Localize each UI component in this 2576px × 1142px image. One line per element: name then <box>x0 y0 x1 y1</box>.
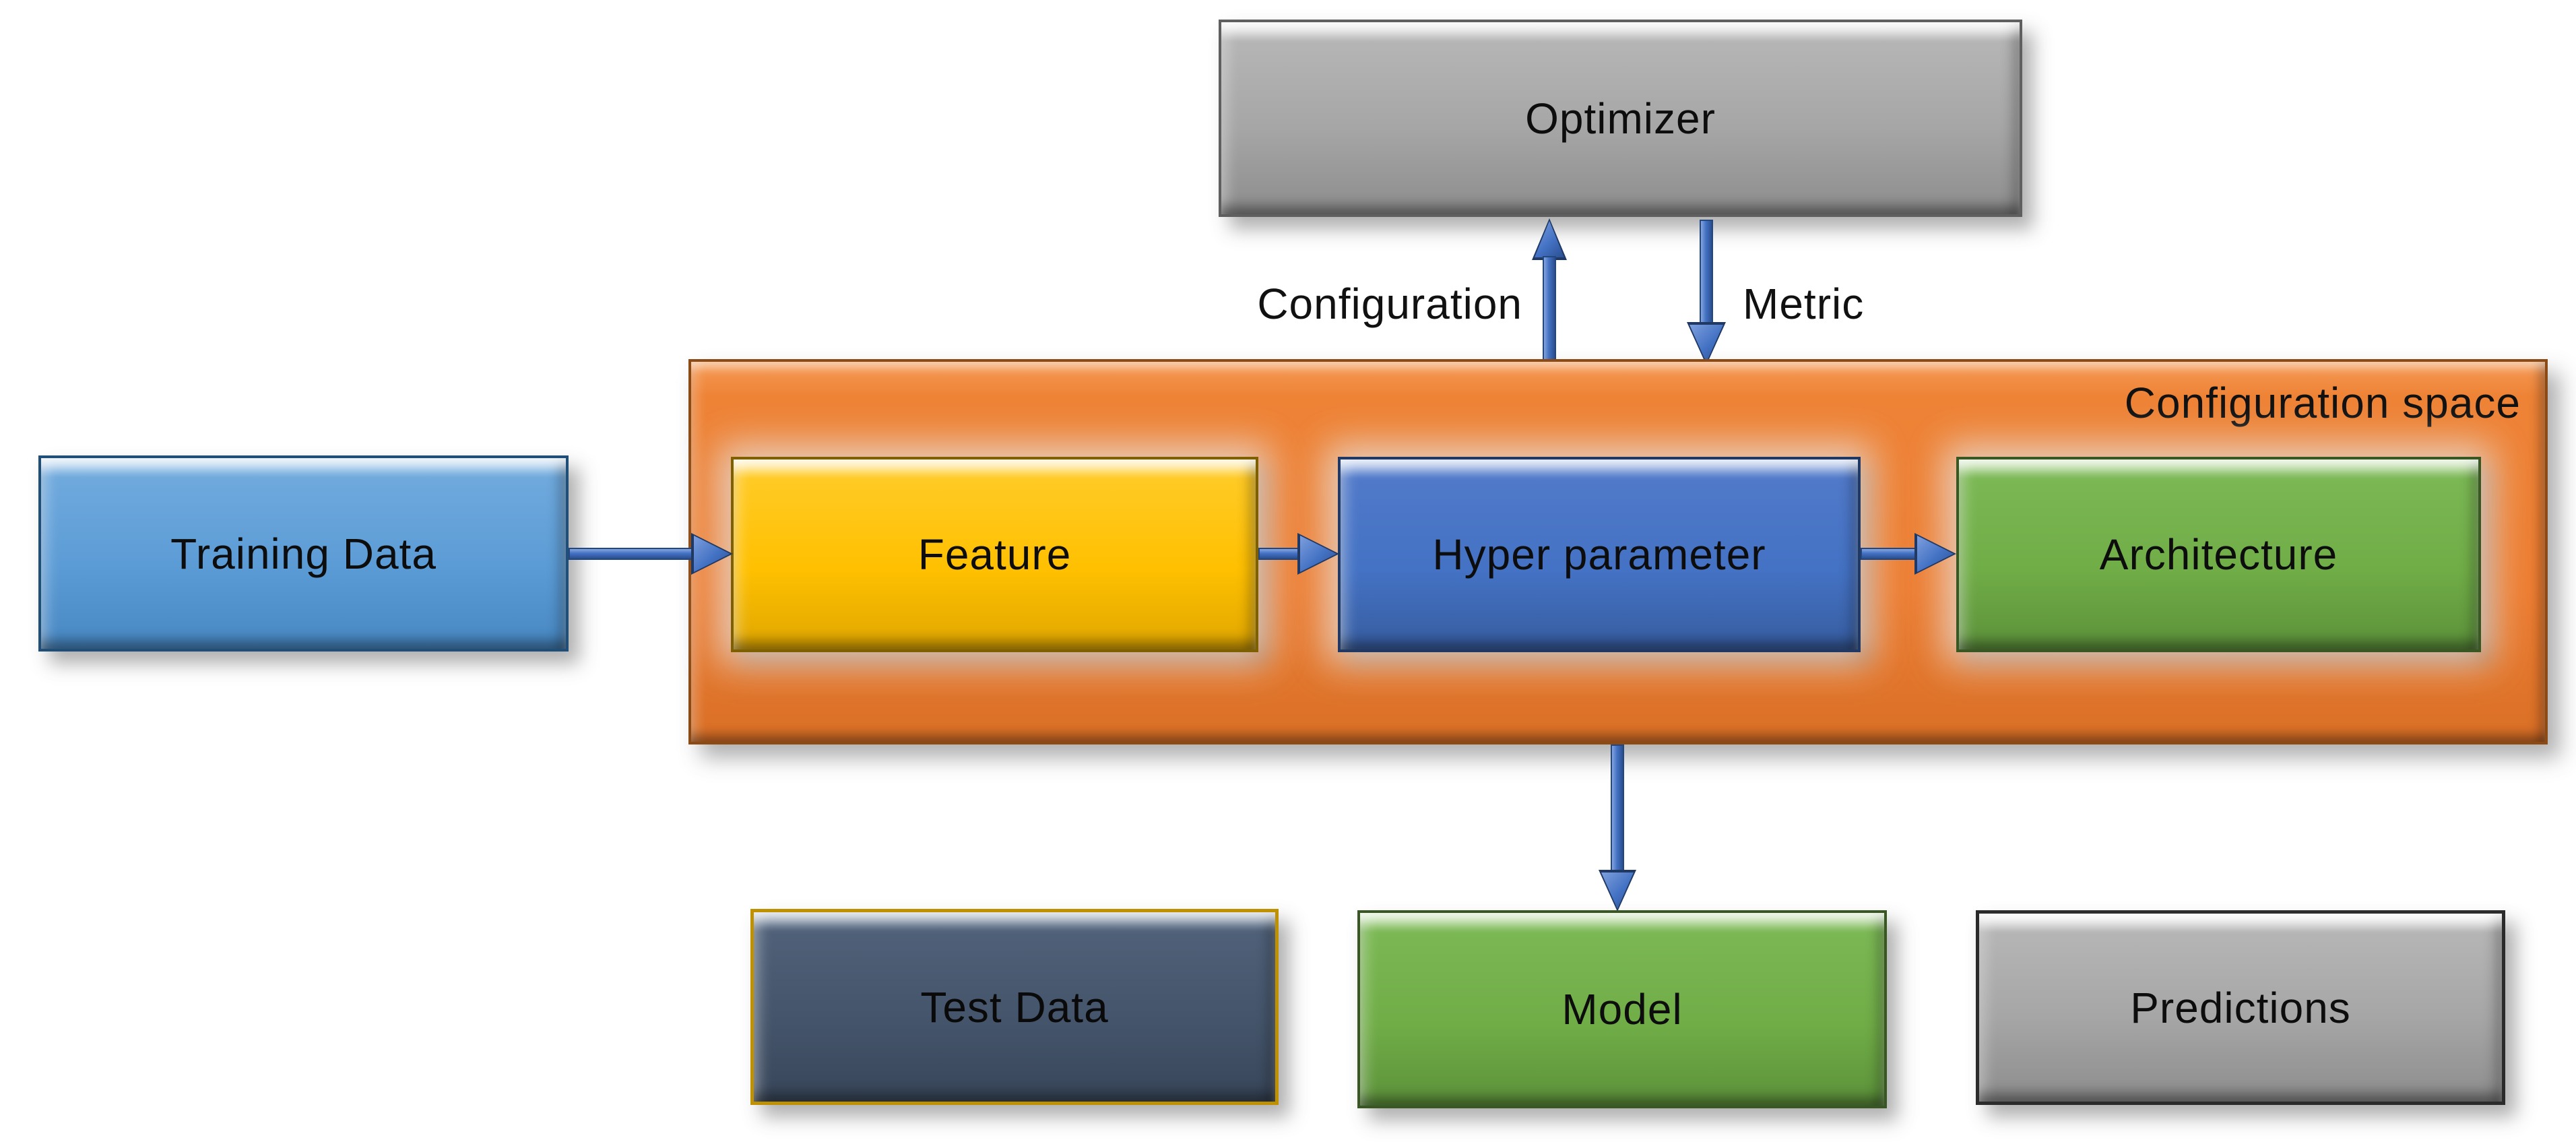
training-to-feature-arrowhead-icon <box>691 533 733 575</box>
configuration-arrow-shaft <box>1543 256 1556 362</box>
node-model: Model <box>1357 910 1887 1108</box>
configuration-arrowhead-icon <box>1532 218 1567 260</box>
node-optimizer: Optimizer <box>1219 20 2022 217</box>
training-data-label: Training Data <box>170 529 437 578</box>
container-to-model-arrow-shaft <box>1611 744 1624 873</box>
container-to-model-arrowhead-icon <box>1599 870 1636 912</box>
training-to-feature-arrow-shaft <box>569 548 694 560</box>
metric-arrow-shaft <box>1700 220 1713 325</box>
architecture-label: Architecture <box>2099 530 2338 579</box>
hyper-to-architecture-arrowhead-icon <box>1914 533 1956 575</box>
optimizer-label: Optimizer <box>1525 94 1716 143</box>
configuration-edge-label: Configuration <box>1257 280 1522 328</box>
node-training-data: Training Data <box>38 455 569 652</box>
hyper-to-architecture-arrow-shaft <box>1861 548 1917 560</box>
feature-label: Feature <box>917 530 1072 579</box>
metric-edge-label: Metric <box>1743 280 1865 328</box>
node-architecture: Architecture <box>1956 457 2481 652</box>
node-test-data: Test Data <box>750 909 1279 1105</box>
test-data-label: Test Data <box>920 982 1109 1032</box>
configuration-space-label: Configuration space <box>2124 379 2521 427</box>
feature-to-hyper-arrowhead-icon <box>1297 533 1339 575</box>
model-label: Model <box>1561 985 1683 1034</box>
feature-to-hyper-arrow-shaft <box>1258 548 1300 560</box>
node-hyper-parameter: Hyper parameter <box>1338 457 1861 652</box>
node-feature: Feature <box>731 457 1258 652</box>
predictions-label: Predictions <box>2130 983 2351 1032</box>
hyper-parameter-label: Hyper parameter <box>1432 530 1766 579</box>
node-predictions: Predictions <box>1976 910 2505 1105</box>
